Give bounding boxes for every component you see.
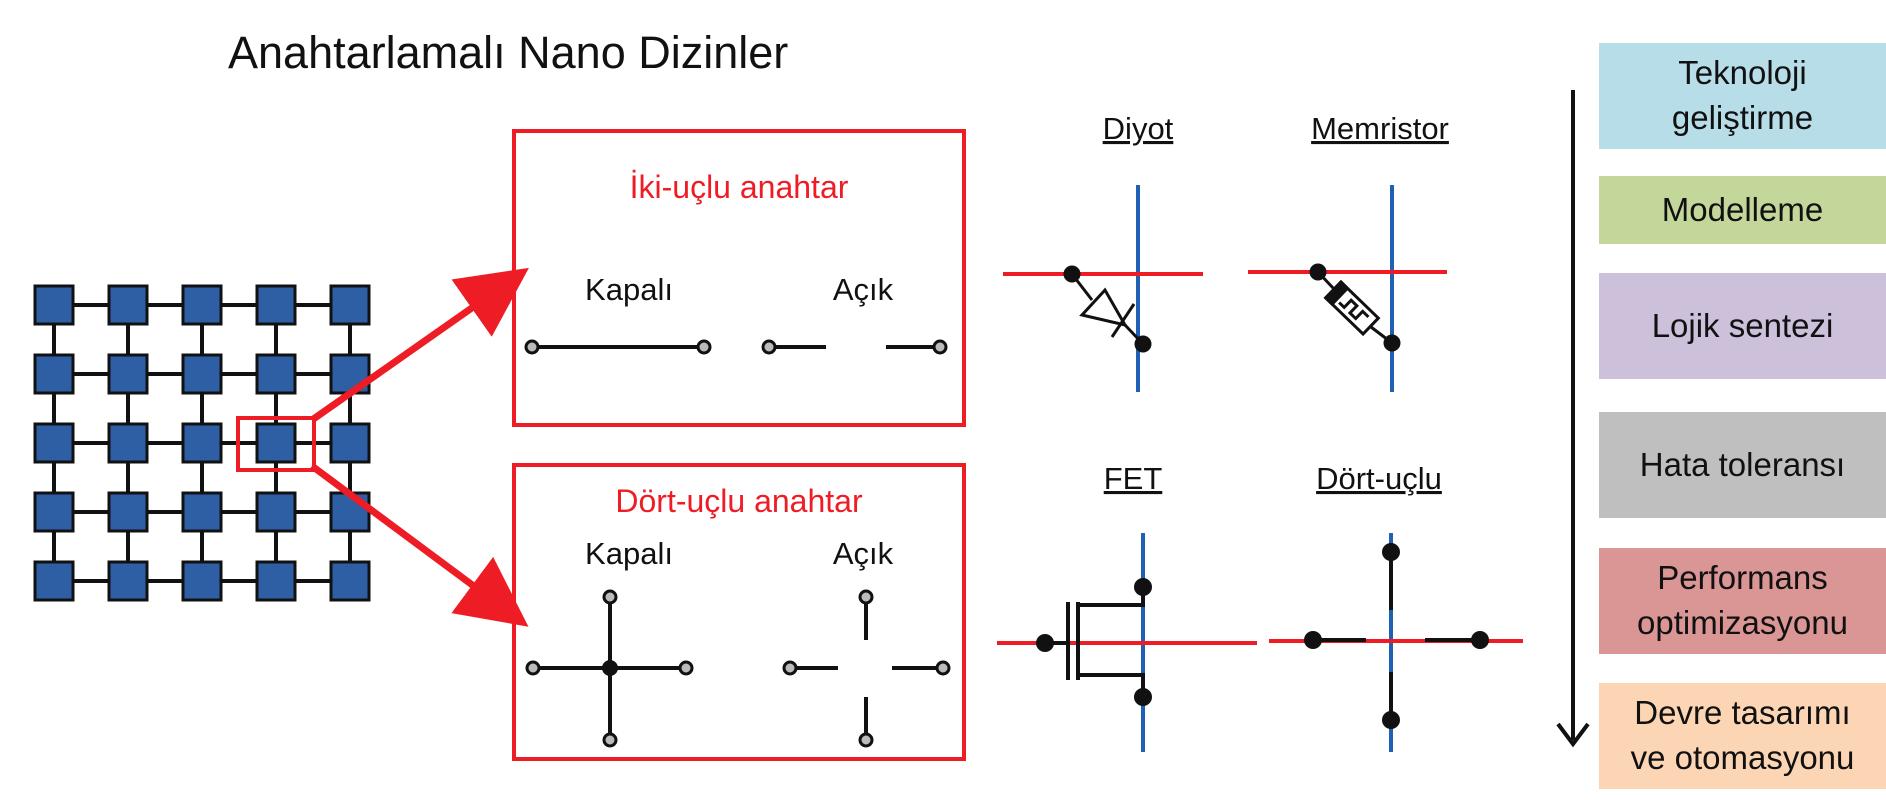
two-terminal-title: İki-uçlu anahtar [630, 169, 849, 205]
fet-icon [1036, 578, 1152, 706]
grid-node [107, 560, 149, 602]
four-terminal-switch-panel: Dört-uçlu anahtar Kapalı Açık [512, 463, 966, 761]
diode-icon [1063, 265, 1152, 353]
memristor-label: Memristor [1311, 111, 1449, 146]
stage-logic-synthesis: Lojik sentezi [1599, 273, 1886, 379]
stage-performance-optimization: Performans optimizasyonu [1599, 548, 1886, 654]
grid-node [329, 491, 371, 533]
grid-node [33, 491, 75, 533]
grid-node [107, 284, 149, 326]
two-terminal-open-label: Açık [833, 272, 894, 307]
stage-label-line2: geliştirme [1671, 99, 1814, 136]
stage-label-line1: Performans [1657, 559, 1828, 597]
four-terminal-title: Dört-uçlu anahtar [615, 483, 863, 519]
grid-nodes [33, 284, 371, 602]
stage-circuit-design-automation: Devre tasarımı ve otomasyonu [1599, 683, 1886, 789]
two-terminal-open-switch-icon [761, 339, 948, 355]
fet-label: FET [1104, 461, 1163, 496]
memristor-device: Memristor [1248, 111, 1449, 392]
stage-label: Modelleme [1661, 190, 1824, 228]
grid-node [181, 422, 223, 464]
grid-node [107, 422, 149, 464]
stage-label-line2: optimizasyonu [1637, 604, 1848, 641]
zoom-arrow-bottom [309, 463, 529, 627]
nano-array-grid [33, 284, 371, 602]
four-terminal-device: Dört-uçlu [1269, 461, 1523, 752]
stage-label: Lojik sentezi [1651, 306, 1834, 344]
grid-node [255, 353, 297, 395]
grid-node [181, 560, 223, 602]
diagram-title: Anahtarlamalı Nano Dizinler [228, 27, 788, 78]
two-terminal-switch-panel: İki-uçlu anahtar Kapalı Açık [512, 129, 966, 427]
grid-node [107, 353, 149, 395]
grid-node [181, 353, 223, 395]
grid-node [255, 491, 297, 533]
grid-node [33, 353, 75, 395]
grid-node [181, 491, 223, 533]
four-terminal-device-icon [1304, 543, 1489, 729]
stage-modeling: Modelleme [1599, 176, 1886, 244]
four-terminal-closed-label: Kapalı [585, 536, 673, 571]
four-terminal-device-label: Dört-uçlu [1316, 461, 1442, 496]
four-terminal-open-label: Açık [833, 536, 894, 571]
stage-label-line1: Devre tasarımı [1634, 694, 1851, 732]
selected-node-highlight [236, 416, 316, 472]
two-terminal-closed-label: Kapalı [585, 272, 673, 307]
stage-technology-development: Teknoloji geliştirme [1599, 43, 1886, 149]
stage-label: Hata toleransı [1639, 445, 1846, 483]
grid-node [329, 560, 371, 602]
two-terminal-closed-switch-icon [524, 339, 712, 355]
grid-node [329, 422, 371, 464]
grid-node [33, 422, 75, 464]
grid-node [255, 284, 297, 326]
fet-device: FET [997, 461, 1257, 752]
grid-node [255, 422, 297, 464]
four-terminal-open-switch-icon [782, 589, 951, 748]
stage-fault-tolerance: Hata toleransı [1599, 412, 1886, 518]
grid-node [329, 284, 371, 326]
grid-node [181, 284, 223, 326]
zoom-arrow-top [309, 267, 529, 423]
design-flow-arrow [1556, 90, 1590, 748]
grid-node [107, 491, 149, 533]
stage-label-line1: Teknoloji [1678, 54, 1807, 92]
memristor-icon [1309, 263, 1401, 352]
zoom-arrows [309, 267, 529, 627]
grid-node [33, 560, 75, 602]
four-terminal-closed-switch-icon [525, 589, 694, 748]
grid-node [33, 284, 75, 326]
stage-label-line2: ve otomasyonu [1630, 739, 1855, 776]
diode-device: Diyot [1003, 111, 1203, 392]
diode-label: Diyot [1103, 111, 1174, 146]
grid-node [255, 560, 297, 602]
